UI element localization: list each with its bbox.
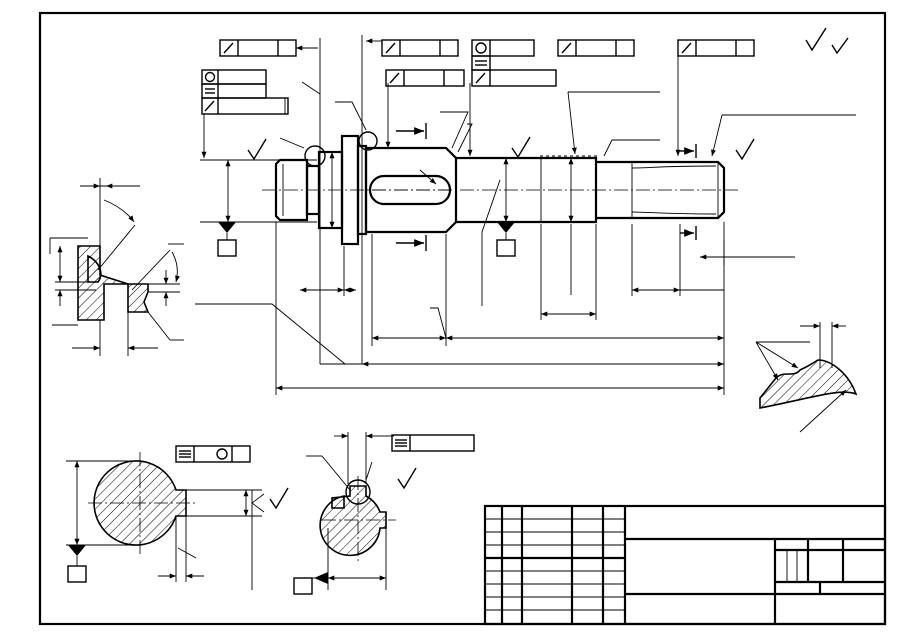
- runout-symbol: [223, 42, 234, 54]
- detail-view-left: [49, 178, 184, 356]
- drawing-frame: [38, 11, 887, 626]
- tolerance-frames: [201, 27, 849, 115]
- detail-view-right: [755, 322, 858, 433]
- title-block: [483, 504, 887, 626]
- circularity-symbol: [475, 42, 487, 54]
- keyway-slot: [368, 174, 452, 206]
- section-view-1: [66, 445, 265, 590]
- roughness-check-symbol: [805, 27, 827, 52]
- section-view-2: [293, 432, 475, 595]
- shaft-main-view: [195, 35, 856, 395]
- roughness-marks: [247, 136, 755, 510]
